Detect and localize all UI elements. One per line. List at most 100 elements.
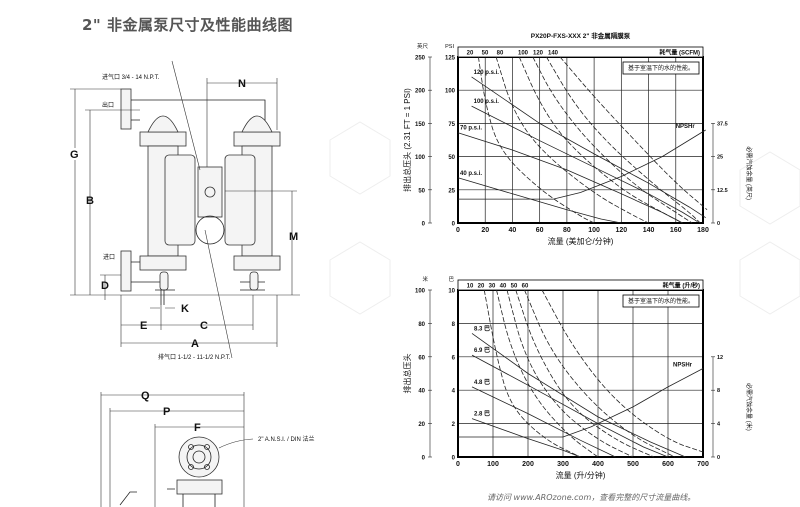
note-text: 基于室温下的水的性能。 <box>628 64 694 72</box>
air-curve-60 <box>541 289 704 453</box>
air-curve-10 <box>483 289 581 458</box>
x-tick-label: 600 <box>662 461 674 468</box>
air-series-label: 50 <box>511 284 518 290</box>
exhaust-label: 排气口 1-1/2 - 11-1/2 N.P.T. <box>158 353 231 361</box>
footer-note: 请访问 www.AROzone.com，查看完整的尺寸流量曲线。 <box>487 493 696 502</box>
npsh-curve <box>458 368 704 438</box>
pressure-curve <box>457 132 683 224</box>
y-tick-label-inner: 75 <box>448 122 455 128</box>
x-axis-label: 流量 (美加仑/分钟) <box>548 236 614 246</box>
air-curve-100 <box>532 56 693 224</box>
y-tick-label-inner: 2 <box>452 422 456 428</box>
y-tick-label-inner: 6 <box>452 355 456 361</box>
y-tick-label-outer: 0 <box>422 456 426 462</box>
x-axis-label: 流量 (升/分钟) <box>556 470 606 480</box>
x-tick-label: 700 <box>697 461 709 468</box>
y-tick-label-inner: 4 <box>452 389 456 395</box>
note-box <box>622 294 700 308</box>
x-tick-label: 500 <box>627 461 639 468</box>
y-tick-label-outer: 40 <box>418 389 425 395</box>
npsh-label: NPSHr <box>676 124 696 130</box>
air-consumption-bar <box>457 279 704 291</box>
y-tick-label-inner: 0 <box>452 222 456 228</box>
y-tick-label-inner: 8 <box>452 322 456 328</box>
air-inlet-label: 进气口 3/4 - 14 N.P.T. <box>102 73 160 81</box>
pressure-label: 40 p.s.i. <box>460 171 482 177</box>
y-tick-label-outer: 150 <box>415 122 426 128</box>
air-consumption-label: 耗气量 (SCFM) <box>659 49 700 57</box>
x-tick-label: 140 <box>643 227 655 234</box>
right-axis-label: 必需汽蚀余量 (米) <box>745 383 753 431</box>
pump-front-view <box>120 88 281 305</box>
x-tick-label: 400 <box>592 461 604 468</box>
dim-K: K <box>181 303 189 315</box>
air-curve-50 <box>495 56 649 224</box>
pressure-label: 70 p.s.i. <box>460 126 482 132</box>
inlet-label: 进口 <box>103 253 115 261</box>
air-curve-120 <box>546 56 701 224</box>
x-tick-label: 20 <box>481 227 489 234</box>
x-tick-label: 300 <box>557 461 569 468</box>
air-series-label: 30 <box>489 284 496 290</box>
pressure-curve <box>471 386 616 458</box>
y-axis-label: 排出总压头 <box>402 354 412 394</box>
plot-frame <box>457 56 704 224</box>
x-tick-label: 180 <box>697 227 709 234</box>
right-tick-label: 25 <box>717 155 723 161</box>
y-tick-label-outer: 100 <box>415 289 426 295</box>
y-tick-label-inner: 10 <box>448 289 455 295</box>
dim-G: G <box>70 149 79 161</box>
air-consumption-label: 耗气量 (升/秒) <box>663 282 700 290</box>
pressure-curve <box>471 418 581 458</box>
air-curve-140 <box>559 56 708 211</box>
dim-F: F <box>194 422 201 434</box>
pressure-curve <box>471 105 698 223</box>
air-consumption-bar <box>457 46 704 58</box>
pressure-label: 6.9 巴 <box>474 346 490 354</box>
y-tick-label-outer: 60 <box>418 355 425 361</box>
air-curve-30 <box>506 289 634 458</box>
x-tick-label: 200 <box>522 461 534 468</box>
pump-side-view <box>100 392 254 507</box>
dimension-lines-front <box>70 60 300 359</box>
x-tick-label: 100 <box>588 227 600 234</box>
y-tick-label-inner: 125 <box>445 56 456 62</box>
note-box <box>622 61 700 75</box>
plot-frame <box>457 289 704 458</box>
y-tick-label-inner: 50 <box>448 155 455 161</box>
air-series-label: 80 <box>497 51 504 57</box>
y-tick-label-outer: 200 <box>415 89 426 95</box>
y-unit-outer: 英尺 <box>417 42 429 50</box>
right-tick-label: 12 <box>717 355 723 361</box>
npsh-curve <box>458 129 706 200</box>
dim-C: C <box>200 320 208 332</box>
y-tick-label-outer: 250 <box>415 56 426 62</box>
right-axis-label: 必需汽蚀余量 (英尺) <box>745 146 753 200</box>
air-curve-50 <box>524 289 676 458</box>
outlet-label: 出口 <box>102 101 114 109</box>
pressure-label: 8.3 巴 <box>474 324 490 332</box>
y-tick-label-outer: 80 <box>418 322 425 328</box>
right-tick-label: 12.5 <box>717 188 728 194</box>
air-series-label: 50 <box>482 51 489 57</box>
npsh-label: NPSHr <box>673 362 693 368</box>
x-tick-label: 120 <box>615 227 627 234</box>
air-series-label: 100 <box>518 51 529 57</box>
pressure-label: 4.8 巴 <box>474 378 490 386</box>
y-tick-label-inner: 25 <box>448 188 455 194</box>
air-series-label: 120 <box>533 51 544 57</box>
air-curve-40 <box>515 289 655 458</box>
pressure-curve <box>471 333 686 458</box>
x-tick-label: 100 <box>487 461 499 468</box>
dim-E: E <box>140 320 147 332</box>
y-unit-inner: PSI <box>445 44 454 50</box>
y-tick-label-outer: 100 <box>415 155 426 161</box>
dim-N: N <box>238 78 246 90</box>
air-series-label: 40 <box>500 284 507 290</box>
dim-M: M <box>289 231 298 243</box>
air-series-label: 60 <box>522 284 529 290</box>
air-curve-20 <box>496 289 599 458</box>
air-curve-20 <box>478 56 595 224</box>
x-tick-label: 60 <box>536 227 544 234</box>
